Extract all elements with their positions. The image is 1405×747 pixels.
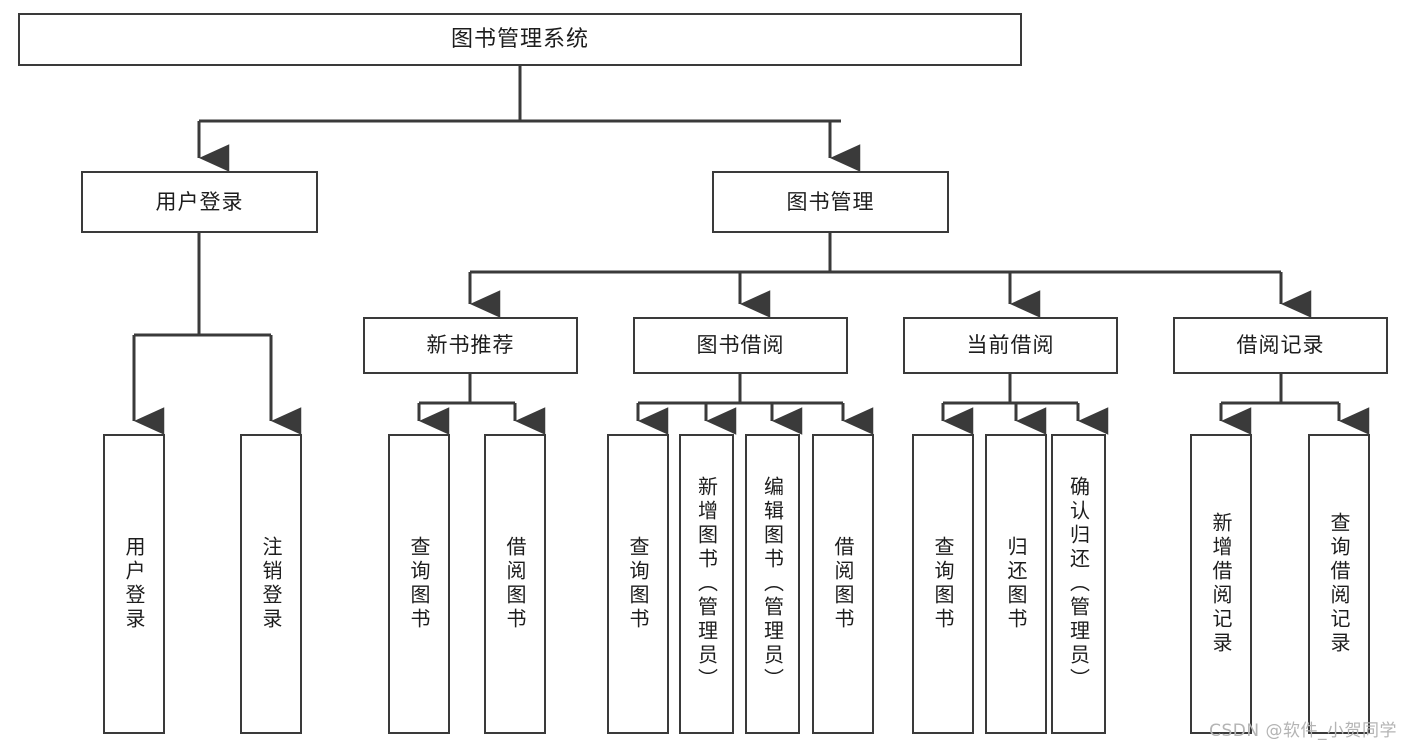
node-leaf-user-logout-label: 注销登录 xyxy=(259,536,283,632)
node-leaf-query-book-1[interactable]: 查询图书 xyxy=(388,434,450,734)
node-leaf-return-book-label: 归还图书 xyxy=(1004,536,1028,632)
node-leaf-add-record-label: 新增借阅记录 xyxy=(1209,512,1233,656)
node-leaf-query-book-2[interactable]: 查询图书 xyxy=(607,434,669,734)
node-leaf-user-login[interactable]: 用户登录 xyxy=(103,434,165,734)
node-root-label: 图书管理系统 xyxy=(450,26,589,52)
node-leaf-add-book[interactable]: 新增图书（管理员） xyxy=(679,434,734,734)
node-leaf-user-logout[interactable]: 注销登录 xyxy=(240,434,302,734)
node-leaf-borrow-book-2[interactable]: 借阅图书 xyxy=(812,434,874,734)
node-leaf-query-record-label: 查询借阅记录 xyxy=(1327,512,1351,656)
node-leaf-add-record[interactable]: 新增借阅记录 xyxy=(1190,434,1252,734)
node-leaf-confirm-return[interactable]: 确认归还（管理员） xyxy=(1051,434,1106,734)
node-book-borrow[interactable]: 图书借阅 xyxy=(633,317,848,374)
node-borrow-record-label: 借阅记录 xyxy=(1236,333,1325,358)
node-leaf-query-book-2-label: 查询图书 xyxy=(626,536,650,632)
node-book-manage[interactable]: 图书管理 xyxy=(712,171,949,233)
node-user-login[interactable]: 用户登录 xyxy=(81,171,318,233)
node-root[interactable]: 图书管理系统 xyxy=(18,13,1022,66)
node-borrow-record[interactable]: 借阅记录 xyxy=(1173,317,1388,374)
node-book-borrow-label: 图书借阅 xyxy=(696,333,785,358)
node-leaf-query-book-3-label: 查询图书 xyxy=(931,536,955,632)
node-leaf-query-record[interactable]: 查询借阅记录 xyxy=(1308,434,1370,734)
node-leaf-return-book[interactable]: 归还图书 xyxy=(985,434,1047,734)
node-new-book-rec-label: 新书推荐 xyxy=(426,333,515,358)
node-leaf-edit-book-label: 编辑图书（管理员） xyxy=(760,476,785,692)
node-leaf-user-login-label: 用户登录 xyxy=(122,536,146,632)
node-leaf-borrow-book-2-label: 借阅图书 xyxy=(831,536,855,632)
node-leaf-query-book-1-label: 查询图书 xyxy=(407,536,431,632)
node-current-borrow-label: 当前借阅 xyxy=(966,333,1055,358)
node-leaf-borrow-book-1[interactable]: 借阅图书 xyxy=(484,434,546,734)
node-leaf-query-book-3[interactable]: 查询图书 xyxy=(912,434,974,734)
node-book-manage-label: 图书管理 xyxy=(786,189,875,214)
node-new-book-rec[interactable]: 新书推荐 xyxy=(363,317,578,374)
node-leaf-edit-book[interactable]: 编辑图书（管理员） xyxy=(745,434,800,734)
node-leaf-confirm-return-label: 确认归还（管理员） xyxy=(1066,476,1091,692)
watermark-text: CSDN @软件_小贺同学 xyxy=(1209,721,1397,741)
node-leaf-borrow-book-1-label: 借阅图书 xyxy=(503,536,527,632)
node-user-login-label: 用户登录 xyxy=(155,189,244,214)
node-current-borrow[interactable]: 当前借阅 xyxy=(903,317,1118,374)
node-leaf-add-book-label: 新增图书（管理员） xyxy=(694,476,719,692)
